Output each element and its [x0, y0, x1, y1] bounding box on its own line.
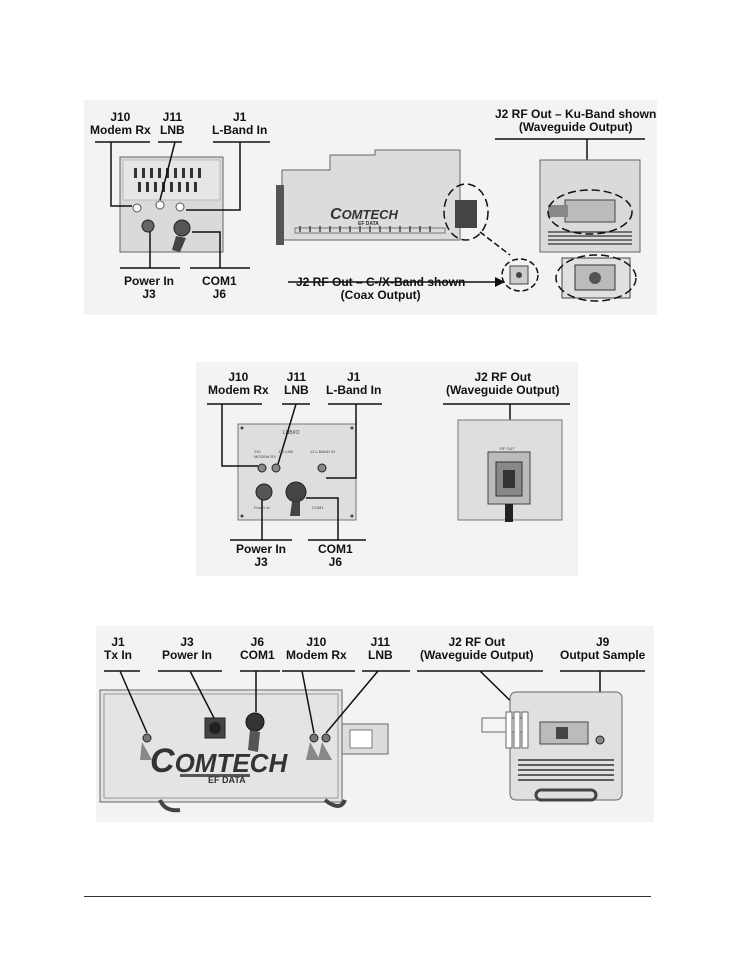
fig3-j6-line2: COM1	[240, 648, 275, 662]
fig3-label-j9: J9 Output Sample	[560, 636, 645, 662]
fig2-j1-line1: J1	[346, 370, 361, 384]
fig2-label-j11: J11 LNB	[284, 371, 309, 397]
fig1-label-com1: COM1 J6	[202, 275, 237, 301]
fig1-label-j10: J10 Modem Rx	[90, 111, 151, 137]
fig2-rf-unit	[457, 419, 563, 522]
fig2-com1-line1: COM1	[318, 542, 353, 556]
fig1-rear-unit	[119, 156, 224, 253]
fig3-j6-line1: J6	[250, 635, 265, 649]
fig1-j10-line2: Modem Rx	[90, 123, 151, 137]
fig2-panel-text-j10: J10 MODEM RX	[254, 449, 276, 459]
fig2-panel-text-j1: J1 L-BAND IN	[310, 449, 336, 454]
fig1-ku-line2: (Waveguide Output)	[518, 120, 633, 134]
fig2-label-j1: J1 L-Band In	[326, 371, 381, 397]
fig1-j10-line1: J10	[110, 110, 131, 124]
fig1-j1-line2: L-Band In	[212, 123, 268, 137]
fig1-side-unit	[276, 149, 539, 292]
fig2-label-rf: J2 RF Out (Waveguide Output)	[446, 371, 560, 397]
fig1-coax-line2: (Coax Output)	[340, 288, 421, 302]
fig3-rf-line2: (Waveguide Output)	[420, 648, 534, 662]
fig2-panel-text-j11: J11 LNB	[278, 449, 294, 454]
fig3-comtech-logo: COMTECH EF DATA	[150, 742, 287, 785]
fig2-com1-line2: J6	[328, 555, 343, 569]
fig1-logo-brand: OMTECH	[341, 207, 398, 222]
fig1-j11-line1: J11	[162, 110, 183, 124]
fig1-front-unit	[539, 159, 641, 302]
fig3-label-j1: J1 Tx In	[104, 636, 132, 662]
fig1-power-line2: J3	[142, 287, 156, 301]
fig2-panel-text-power: Power In	[254, 505, 270, 510]
fig2-j1-line2: L-Band In	[326, 383, 382, 397]
fig1-logo-initial: C	[330, 206, 342, 223]
fig2-j10-line1: J10	[228, 370, 249, 384]
fig1-label-j1: J1 L-Band In	[212, 111, 267, 137]
fig1-com1-line1: COM1	[202, 274, 237, 288]
fig1-label-coax: J2 RF Out – C-/X-Band shown (Coax Output…	[296, 276, 465, 302]
fig2-panel-text-com1: COM1	[312, 505, 324, 510]
fig2-rf-line1: J2 RF Out	[474, 370, 532, 384]
fig2-label-j10: J10 Modem Rx	[208, 371, 269, 397]
fig3-logo-brand: OMTECH	[174, 748, 288, 778]
fig3-label-rf: J2 RF Out (Waveguide Output)	[420, 636, 534, 662]
fig2-panel-text-rf: RF OUT	[500, 446, 515, 451]
footer-rule	[84, 896, 651, 897]
fig1-leader-lines	[95, 138, 645, 283]
fig1-coax-line1: J2 RF Out – C-/X-Band shown	[296, 275, 466, 289]
fig3-main-unit	[99, 689, 389, 813]
fig3-label-j3: J3 Power In	[162, 636, 212, 662]
fig2-j11-line2: LNB	[284, 383, 309, 397]
fig2-power-line2: J3	[254, 555, 268, 569]
fig2-rf-line2: (Waveguide Output)	[446, 383, 560, 397]
fig3-leader-lines	[104, 670, 645, 738]
fig1-j11-line2: LNB	[160, 123, 185, 137]
fig3-j9-line1: J9	[595, 635, 610, 649]
fig1-logo-sub: EF DATA	[358, 221, 379, 227]
fig3-rf-unit	[481, 691, 623, 802]
fig1-label-power: Power In J3	[124, 275, 174, 301]
fig1-comtech-logo: COMTECH EF DATA	[330, 206, 398, 227]
fig3-label-j6: J6 COM1	[240, 636, 275, 662]
fig2-panel-text-top: LNB/IO	[283, 430, 300, 436]
fig3-rf-line1: J2 RF Out	[448, 635, 506, 649]
fig2-io-panel	[237, 423, 357, 521]
fig3-j1-line1: J1	[111, 635, 125, 649]
fig3-logo-initial: C	[150, 742, 175, 780]
fig3-j1-line2: Tx In	[104, 648, 133, 662]
fig1-power-line1: Power In	[124, 274, 175, 288]
fig3-label-j10: J10 Modem Rx	[286, 636, 347, 662]
fig3-j10-line1: J10	[306, 635, 327, 649]
fig2-label-power: Power In J3	[236, 543, 286, 569]
fig3-j3-line2: Power In	[162, 648, 213, 662]
fig1-label-ku: J2 RF Out – Ku-Band shown (Waveguide Out…	[495, 108, 656, 134]
fig1-label-j11: J11 LNB	[160, 111, 185, 137]
fig3-j9-line2: Output Sample	[560, 648, 646, 662]
fig3-j10-line2: Modem Rx	[286, 648, 347, 662]
fig3-j11-line2: LNB	[368, 648, 393, 662]
fig1-ku-line1: J2 RF Out – Ku-Band shown	[495, 107, 657, 121]
fig3-j11-line1: J11	[370, 635, 391, 649]
fig2-j10-line2: Modem Rx	[208, 383, 269, 397]
fig2-power-line1: Power In	[236, 542, 287, 556]
fig3-logo-sub: EF DATA	[208, 775, 246, 785]
fig3-j3-line1: J3	[180, 635, 194, 649]
fig2-j11-line1: J11	[286, 370, 307, 384]
fig1-j1-line1: J1	[232, 110, 247, 124]
fig1-com1-line2: J6	[212, 287, 227, 301]
fig2-label-com1: COM1 J6	[318, 543, 353, 569]
fig3-label-j11: J11 LNB	[368, 636, 393, 662]
